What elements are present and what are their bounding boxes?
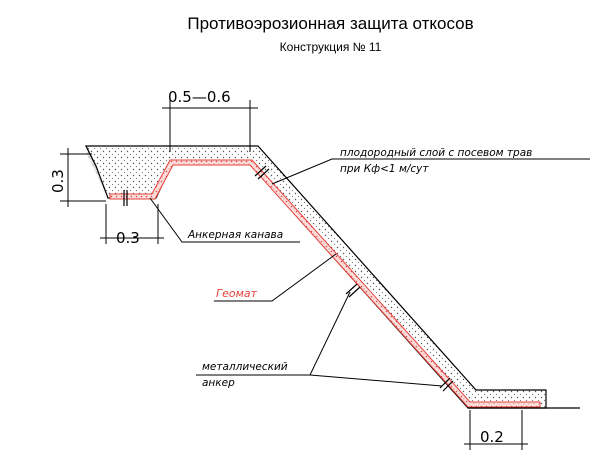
dimension-top-width-label: 0.5—0.6 bbox=[168, 88, 231, 106]
fertile-layer-label-line1: плодородный слой с посевом трав bbox=[340, 147, 532, 159]
leader-metal-anchor-2 bbox=[309, 374, 443, 387]
left-ground-line bbox=[85, 145, 97, 167]
diagram-title: Противоэрозионная защита откосов bbox=[187, 14, 474, 33]
fertile-layer bbox=[85, 145, 547, 409]
dimension-left-height-label: 0.3 bbox=[49, 169, 67, 193]
diagram-subtitle: Конструкция № 11 bbox=[279, 40, 382, 54]
dimension-trench-width bbox=[100, 204, 164, 244]
leader-geomat bbox=[214, 253, 337, 302]
fertile-layer-label-line2: при Кф<1 м/сут bbox=[340, 163, 429, 175]
leader-anchor-trench bbox=[149, 197, 300, 243]
dimension-trench-width-label: 0.3 bbox=[116, 229, 140, 247]
dimension-top-width bbox=[162, 100, 258, 152]
dimension-left-height bbox=[60, 148, 106, 207]
leader-fertile-layer bbox=[271, 158, 590, 185]
geomat-layer bbox=[109, 159, 541, 408]
dimension-bottom-offset-label: 0.2 bbox=[480, 428, 504, 446]
metal-anchor-label-line1: металлический bbox=[202, 361, 288, 373]
anchor-trench-label: Анкерная канава bbox=[187, 229, 283, 241]
dimension-bottom-offset bbox=[464, 410, 528, 450]
geomat-label: Геомат bbox=[216, 287, 258, 300]
metal-anchor-label-line2: анкер bbox=[202, 377, 235, 389]
